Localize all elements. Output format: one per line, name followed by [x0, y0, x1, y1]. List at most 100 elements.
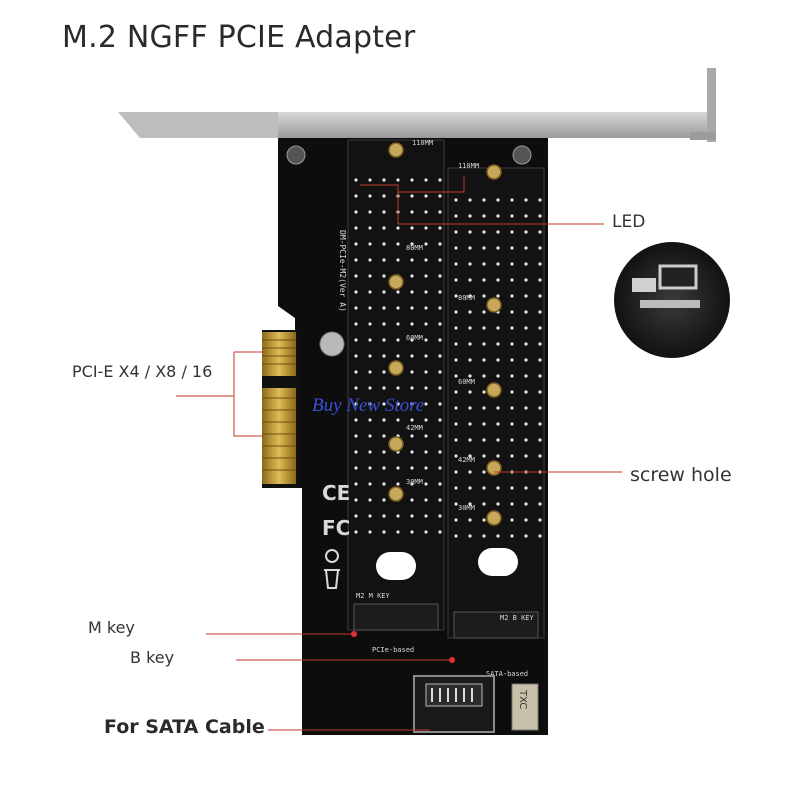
screw-hole-icon: [486, 164, 502, 180]
via-dot: [524, 214, 528, 218]
via-dot: [524, 390, 528, 394]
b-key-label: B key: [130, 648, 175, 667]
via-dot: [396, 354, 400, 358]
via-dot: [368, 290, 372, 294]
screw-hole-icon: [486, 510, 502, 526]
via-dot: [482, 374, 486, 378]
via-dot: [468, 534, 472, 538]
via-dot: [496, 278, 500, 282]
via-dot: [354, 466, 358, 470]
metal-bracket: [118, 68, 716, 142]
via-dot: [354, 210, 358, 214]
via-dot: [410, 370, 414, 374]
via-dot: [424, 418, 428, 422]
via-dot: [438, 226, 442, 230]
via-dot: [438, 386, 442, 390]
via-dot: [424, 530, 428, 534]
via-dot: [496, 406, 500, 410]
via-dot: [468, 342, 472, 346]
screw-hole-label: screw hole: [630, 464, 732, 486]
callout-lines: [176, 176, 622, 731]
chip-label: TXC: [517, 689, 528, 709]
via-dot: [496, 454, 500, 458]
via-dot: [424, 274, 428, 278]
via-dot: [510, 486, 514, 490]
via-dot: [382, 402, 386, 406]
via-dot: [410, 530, 414, 534]
screw-icon: [512, 145, 532, 165]
via-dot: [510, 438, 514, 442]
via-dot: [396, 290, 400, 294]
via-dot: [454, 230, 458, 234]
via-dot: [524, 326, 528, 330]
via-dot: [438, 274, 442, 278]
via-dot: [368, 242, 372, 246]
via-dot: [396, 514, 400, 518]
via-dot: [354, 402, 358, 406]
via-dot: [354, 434, 358, 438]
via-dot: [424, 178, 428, 182]
via-dot: [496, 294, 500, 298]
via-dot: [354, 194, 358, 198]
slot-left-key: M2 M KEY: [356, 592, 391, 600]
via-dot: [424, 370, 428, 374]
m-key-marker: [351, 631, 357, 637]
via-dot: [538, 230, 542, 234]
via-dot: [524, 278, 528, 282]
gold-fingers: [262, 332, 296, 484]
via-dot: [510, 358, 514, 362]
via-dot: [410, 242, 414, 246]
store-watermark: Buy New Store: [312, 395, 425, 416]
via-dot: [410, 226, 414, 230]
via-dot: [368, 226, 372, 230]
via-dot: [510, 230, 514, 234]
via-dot: [524, 262, 528, 266]
via-dot: [438, 498, 442, 502]
m-key-label: M key: [88, 618, 135, 637]
screw-hole-icon: [486, 382, 502, 398]
via-dot: [410, 338, 414, 342]
via-dot: [368, 258, 372, 262]
screw-hole-icon: [486, 460, 502, 476]
via-dot: [396, 338, 400, 342]
screw-icon: [286, 145, 306, 165]
via-dot: [510, 502, 514, 506]
via-dot: [524, 342, 528, 346]
via-dot: [396, 226, 400, 230]
via-dot: [524, 486, 528, 490]
via-dot: [538, 262, 542, 266]
via-dot: [538, 278, 542, 282]
via-dot: [382, 306, 386, 310]
via-dot: [482, 470, 486, 474]
via-dot: [538, 502, 542, 506]
via-dot: [368, 434, 372, 438]
via-dot: [396, 258, 400, 262]
via-dot: [410, 210, 414, 214]
via-dot: [368, 178, 372, 182]
screw-hole-icon: [388, 436, 404, 452]
rohs-icon: [325, 549, 339, 563]
via-dot: [510, 294, 514, 298]
via-dot: [538, 422, 542, 426]
via-dot: [482, 198, 486, 202]
led-label: LED: [612, 212, 646, 232]
via-dot: [482, 358, 486, 362]
via-dot: [496, 246, 500, 250]
via-dot: [538, 342, 542, 346]
via-dot: [510, 214, 514, 218]
via-dot: [438, 450, 442, 454]
via-dot: [454, 214, 458, 218]
via-dot: [510, 326, 514, 330]
m2-slot-left: [347, 139, 445, 631]
via-dot: [496, 534, 500, 538]
via-dot: [368, 402, 372, 406]
via-dot: [468, 438, 472, 442]
via-dot: [410, 514, 414, 518]
via-dot: [454, 534, 458, 538]
via-dot: [382, 370, 386, 374]
m2-slot-right: [447, 167, 545, 639]
via-dot: [354, 498, 358, 502]
via-dot: [396, 482, 400, 486]
via-dot: [538, 406, 542, 410]
